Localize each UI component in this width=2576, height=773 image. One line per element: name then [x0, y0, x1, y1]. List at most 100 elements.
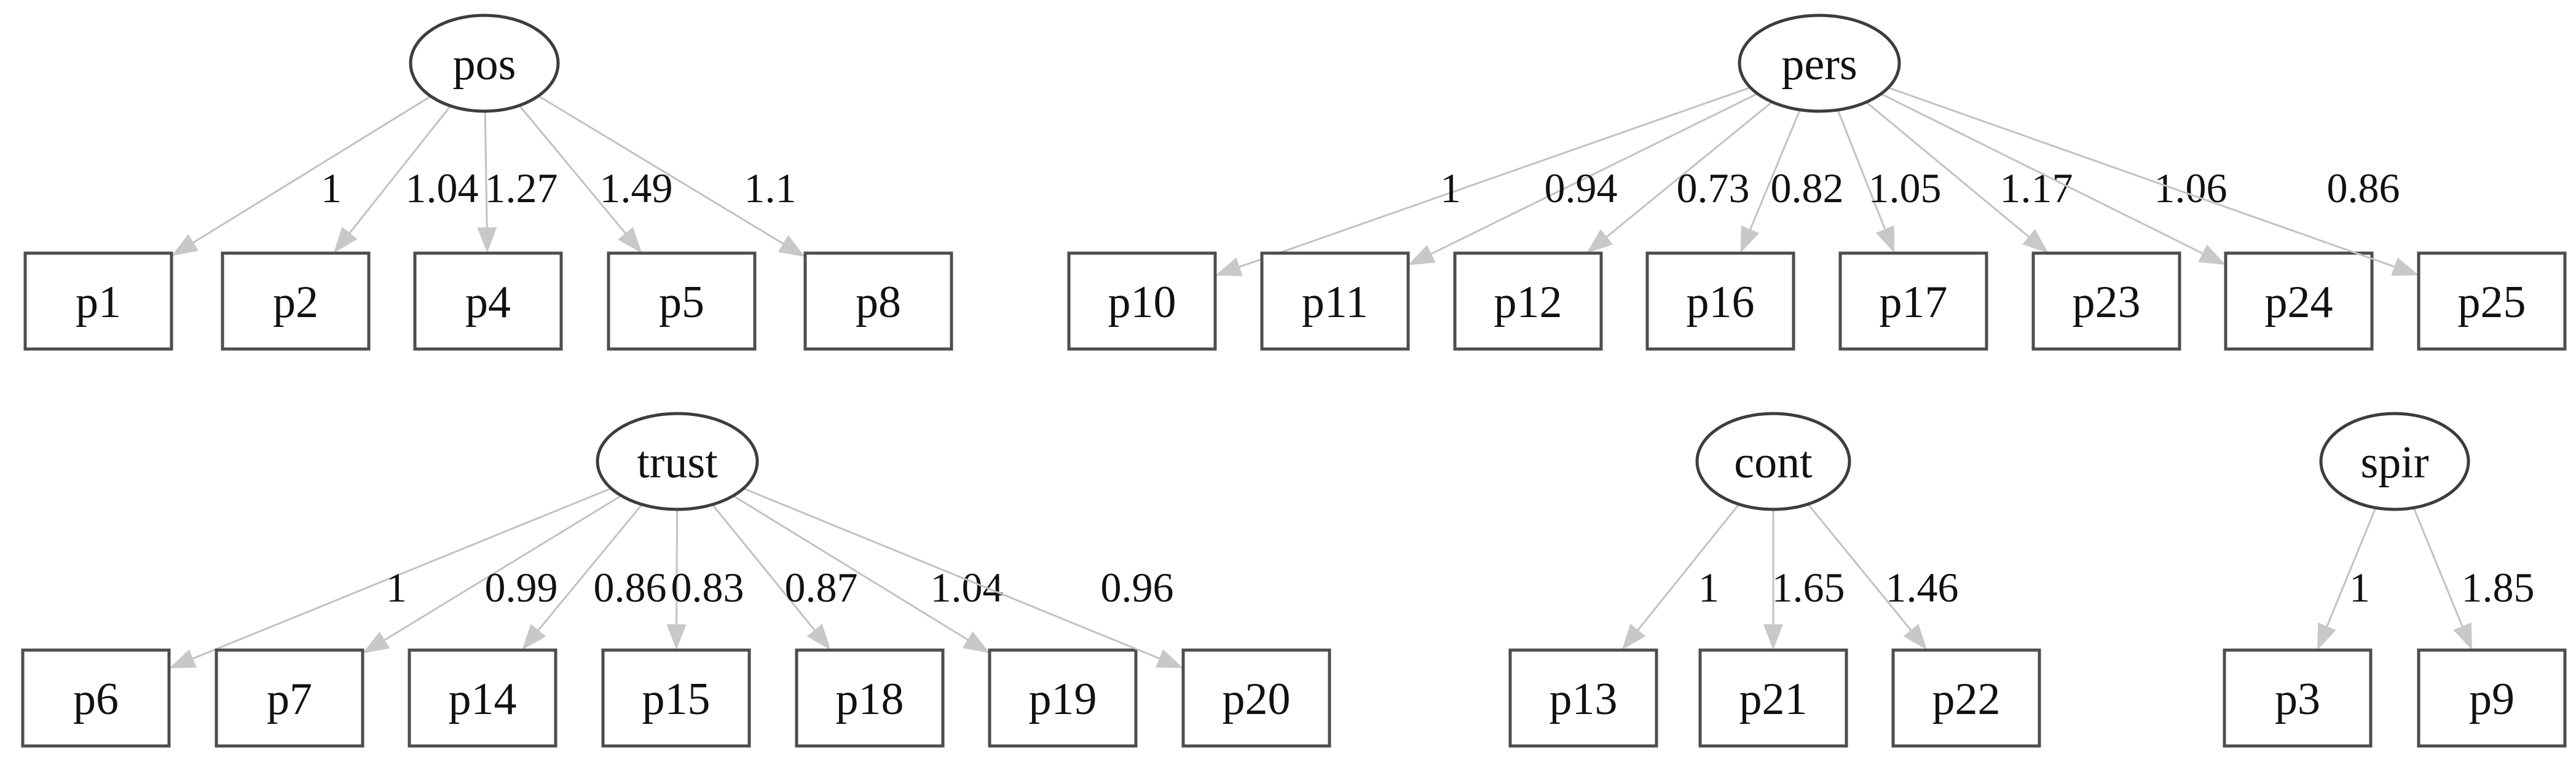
indicator-label-p5: p5: [659, 277, 704, 328]
loading-value-pers-p16: 0.82: [1771, 165, 1844, 211]
edge-pers-p10: [1234, 86, 1751, 270]
loading-value-trust-p7: 0.99: [485, 564, 558, 611]
edge-trust-p20: [742, 487, 1165, 661]
indicator-label-p25: p25: [2458, 277, 2526, 328]
edge-trust-p14: [534, 503, 643, 635]
indicator-label-p20: p20: [1223, 674, 1291, 724]
indicator-label-p22: p22: [1932, 674, 2001, 724]
arrowhead-pos-p5: [618, 227, 642, 253]
loading-value-pers-p23: 1.17: [2000, 165, 2073, 211]
arrowhead-pers-p10: [1215, 257, 1243, 277]
latent-label-pers: pers: [1781, 39, 1857, 90]
indicator-label-p18: p18: [836, 674, 904, 724]
indicator-label-p2: p2: [273, 277, 318, 328]
edge-pers-p25: [1888, 87, 2400, 269]
loading-value-trust-p19: 1.04: [931, 564, 1004, 611]
arrowhead-cont-p22: [1903, 624, 1928, 650]
indicator-box-p18: [795, 648, 945, 748]
arrowhead-cont-p13: [1621, 624, 1646, 650]
arrowhead-pers-p11: [1408, 245, 1436, 265]
indicator-box-p13: [1508, 648, 1658, 748]
indicator-label-p21: p21: [1739, 674, 1808, 724]
latent-ellipse-spir: [2319, 412, 2470, 511]
indicator-label-p7: p7: [267, 674, 312, 724]
indicator-label-p9: p9: [2469, 674, 2515, 724]
arrowhead-trust-p15: [666, 624, 687, 650]
arrowhead-pers-p24: [2198, 244, 2226, 265]
indicator-box-p7: [215, 648, 364, 748]
indicator-box-p16: [1645, 251, 1795, 351]
indicator-label-p11: p11: [1302, 277, 1368, 328]
loading-value-pos-p1: 1: [321, 165, 342, 211]
arrowhead-spir-p3: [2317, 622, 2336, 650]
indicator-label-p10: p10: [1108, 277, 1176, 328]
loading-value-cont-p13: 1: [1698, 564, 1719, 611]
indicator-box-p20: [1181, 648, 1331, 748]
latent-ellipse-trust: [596, 412, 759, 511]
indicator-box-p8: [803, 251, 953, 351]
latent-label-pos: pos: [453, 39, 516, 90]
indicator-label-p23: p23: [2073, 277, 2141, 328]
arrowhead-pos-p8: [778, 235, 805, 257]
arrowhead-trust-p6: [169, 649, 197, 669]
edge-pers-p16: [1747, 109, 1801, 235]
arrowhead-pos-p1: [171, 234, 199, 256]
arrowhead-pers-p16: [1740, 226, 1760, 253]
loading-value-pers-p11: 0.94: [1545, 165, 1618, 211]
latent-ellipse-pos: [409, 14, 560, 113]
indicator-label-p17: p17: [1880, 277, 1948, 328]
loading-value-pers-p12: 0.73: [1677, 165, 1750, 211]
indicator-box-p19: [988, 648, 1138, 748]
arrowhead-trust-p20: [1156, 649, 1183, 669]
edge-trust-p6: [187, 487, 612, 662]
edge-pos-p5: [518, 104, 629, 238]
arrowhead-pers-p25: [2391, 257, 2419, 276]
indicator-label-p8: p8: [856, 277, 901, 328]
indicator-box-p6: [21, 648, 171, 748]
edge-trust-p19: [733, 495, 972, 643]
arrowhead-pos-p2: [333, 227, 358, 253]
loading-value-pers-p17: 1.05: [1869, 165, 1942, 211]
indicator-box-p21: [1698, 648, 1848, 748]
edge-pos-p4: [484, 111, 488, 233]
loading-value-pers-p25: 0.86: [2327, 165, 2400, 211]
loading-value-pers-p10: 1: [1440, 165, 1461, 211]
indicator-box-p14: [408, 648, 557, 748]
indicator-box-p12: [1453, 251, 1603, 351]
edge-pers-p12: [1602, 101, 1773, 241]
loading-value-trust-p20: 0.96: [1101, 564, 1174, 611]
indicator-box-p5: [607, 251, 757, 351]
latent-label-cont: cont: [1734, 438, 1813, 488]
arrowhead-pers-p12: [1586, 229, 1613, 253]
edge-pers-p24: [1880, 93, 2208, 257]
loading-value-trust-p18: 0.87: [785, 564, 858, 611]
indicator-label-p3: p3: [2275, 674, 2320, 724]
arrowhead-pos-p4: [477, 227, 497, 253]
indicator-label-p12: p12: [1494, 277, 1562, 328]
latent-label-trust: trust: [637, 438, 718, 488]
loading-value-spir-p3: 1: [2349, 564, 2370, 611]
edge-trust-p7: [380, 495, 622, 643]
edge-spir-p3: [2324, 507, 2377, 632]
loading-value-trust-p14: 0.86: [594, 564, 667, 611]
arrowhead-trust-p18: [806, 624, 831, 650]
indicator-box-p25: [2417, 251, 2567, 351]
loading-value-pos-p5: 1.49: [600, 165, 673, 211]
indicator-box-p3: [2223, 648, 2373, 748]
indicator-label-p19: p19: [1029, 674, 1097, 724]
indicator-box-p2: [221, 251, 371, 351]
indicator-box-p4: [413, 251, 563, 351]
indicator-box-p10: [1067, 251, 1217, 351]
indicator-label-p24: p24: [2265, 277, 2333, 328]
arrowhead-pers-p17: [1875, 226, 1895, 253]
indicator-label-p4: p4: [465, 277, 511, 328]
edge-cont-p22: [1807, 503, 1915, 635]
loading-value-trust-p15: 0.83: [671, 564, 744, 611]
indicator-box-p24: [2224, 251, 2374, 351]
indicator-label-p16: p16: [1687, 277, 1755, 328]
loading-value-pos-p8: 1.1: [744, 165, 797, 211]
indicator-box-p9: [2417, 648, 2567, 748]
indicator-label-p14: p14: [449, 674, 517, 724]
indicator-box-p11: [1260, 251, 1410, 351]
indicator-box-p23: [2031, 251, 2181, 351]
